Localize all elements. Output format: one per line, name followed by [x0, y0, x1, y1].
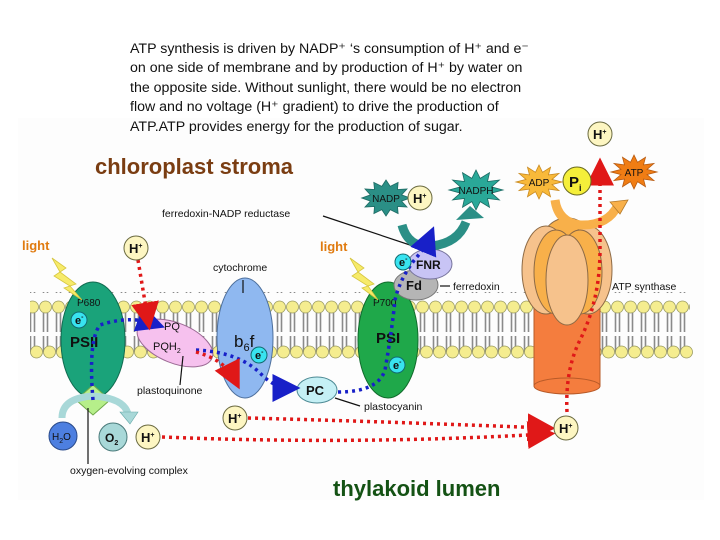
proton — [587, 121, 613, 147]
lipid-head — [498, 345, 511, 359]
adp-burst — [514, 164, 564, 200]
atp-conversion-arrow — [550, 199, 623, 230]
lipid-head — [43, 345, 56, 359]
proton-path — [131, 259, 159, 331]
caption-line: ATP.ATP provides energy for the producti… — [130, 118, 463, 135]
proton — [222, 405, 248, 431]
proton-label: H+ — [559, 421, 572, 436]
lipid-head — [680, 345, 693, 359]
pq-label: PQ — [164, 321, 180, 333]
caption-line: on one side of membrane and by productio… — [130, 60, 523, 77]
lipid-head — [342, 345, 355, 359]
nadp-burst — [360, 179, 412, 217]
b6f-label: b6f — [234, 332, 255, 354]
proton-label: H+ — [413, 191, 426, 206]
electron — [70, 311, 88, 329]
lipid-head — [602, 345, 615, 359]
oec-label: oxygen-evolving complex — [70, 465, 189, 477]
oxygen-molecule — [98, 422, 128, 452]
atp-synthase-label: ATP synthase — [612, 281, 677, 293]
lipid-head — [511, 345, 524, 359]
lipid-head — [472, 345, 485, 359]
psi-label: PSI — [376, 330, 400, 347]
light-label-right: light — [320, 239, 348, 254]
lipid-head — [420, 345, 433, 359]
lipid-head — [316, 345, 329, 359]
p680-label: P680 — [77, 298, 101, 309]
o2-label: O2 — [105, 431, 118, 447]
lipid-head — [615, 345, 628, 359]
lipid-head — [30, 345, 43, 359]
lipid-head — [134, 345, 147, 359]
lipid-head — [485, 345, 498, 359]
lipid-head — [303, 345, 316, 359]
lipid-head — [446, 345, 459, 359]
electron-path — [337, 226, 437, 394]
lipid-head — [628, 345, 641, 359]
ferredoxin-label: ferredoxin — [453, 281, 500, 293]
lipid-head — [667, 345, 680, 359]
inorganic-phosphate — [562, 166, 592, 196]
proton-path — [247, 413, 556, 442]
p700-label: P700 — [373, 298, 397, 309]
pc-label: PC — [306, 383, 325, 398]
plastoquinone-label: plastoquinone — [137, 385, 203, 397]
lipid-head — [277, 345, 290, 359]
electron — [250, 346, 268, 364]
proton-path — [161, 421, 556, 450]
lipid-head — [459, 345, 472, 359]
fnr-label: FNR — [416, 258, 441, 272]
lipid-head — [329, 345, 342, 359]
nadp-burst-label: NADP — [372, 194, 400, 205]
lipid-head — [654, 345, 667, 359]
caption-line: the opposite side. Without sunlight, the… — [130, 79, 522, 96]
proton — [135, 424, 161, 450]
proton-label: H+ — [129, 241, 142, 256]
lightning-icon — [349, 257, 379, 301]
lightning-icon — [51, 257, 83, 301]
nadph-burst — [447, 169, 505, 211]
electron-label: e- — [75, 314, 84, 327]
pqh2-label: PQH2 — [153, 341, 181, 355]
fnr-full-label: ferredoxin-NADP reductase — [162, 208, 290, 220]
proton-label: H+ — [228, 411, 241, 426]
water-split-arrow — [58, 392, 132, 419]
caption: ATP synthesis is driven by NADP⁺ ‘s cons… — [130, 40, 570, 137]
electron — [388, 356, 406, 374]
proton-label: H+ — [593, 127, 606, 142]
plastocyanin-label: plastocyanin — [364, 401, 423, 413]
atp-burst-label: ATP — [625, 168, 644, 179]
lipid-head — [433, 345, 446, 359]
h2o-label: H2O — [52, 432, 71, 445]
psii-label: PSII — [70, 334, 98, 351]
atp-synthase — [521, 217, 613, 395]
caption-line: ATP synthesis is driven by NADP⁺ ‘s cons… — [130, 41, 529, 57]
proton — [553, 415, 579, 441]
electron-label: e- — [255, 349, 264, 362]
electron — [394, 253, 412, 271]
stroma-label: chloroplast stroma — [95, 154, 294, 179]
proton — [407, 185, 433, 211]
nadph-burst-label: NADPH — [458, 186, 493, 197]
electron-label: e- — [399, 256, 408, 269]
light-label-left: light — [22, 238, 50, 253]
proton-path — [565, 157, 614, 413]
electron-path — [89, 304, 165, 401]
pi-label: Pi — [569, 174, 582, 193]
cytochrome-label: cytochrome — [213, 262, 267, 274]
water-molecule — [48, 421, 78, 451]
proton-label: H+ — [141, 430, 154, 445]
electron-path — [195, 348, 301, 402]
lipid-head — [290, 345, 303, 359]
fd-label: Fd — [406, 278, 422, 293]
lumen-label: thylakoid lumen — [333, 476, 500, 501]
nadp-conversion-arrow — [397, 220, 471, 251]
adp-burst-label: ADP — [529, 178, 550, 189]
proton — [123, 235, 149, 261]
electron-label: e- — [393, 359, 402, 372]
caption-line: flow and no voltage (H⁺ gradient) to dri… — [130, 99, 499, 116]
cytochrome-b6f — [216, 277, 274, 399]
lipid-head — [641, 345, 654, 359]
